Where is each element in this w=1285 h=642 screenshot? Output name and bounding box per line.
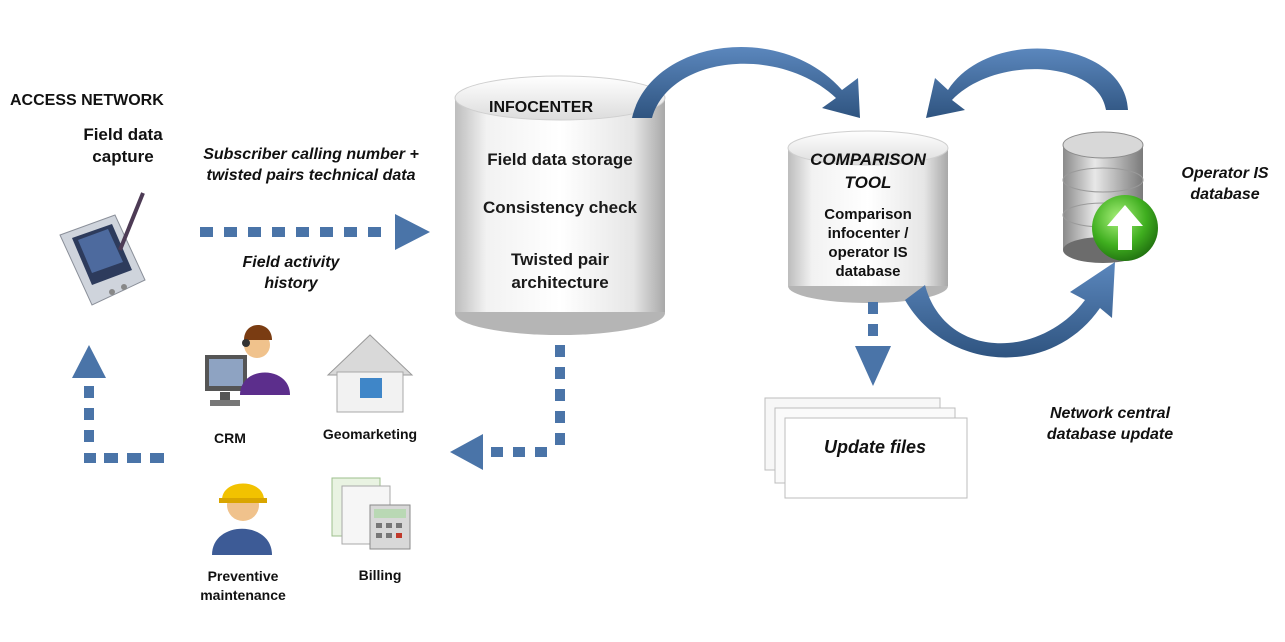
flow-bottom-text: Field activity history [242,254,340,292]
crm-label: CRM [214,430,246,446]
house-icon [326,334,414,413]
dotted-arrow-to-field-capture [72,345,164,463]
billing-label: Billing [358,567,402,583]
flow-top-text: Subscriber calling number + twisted pair… [203,146,419,184]
infocenter-title: INFOCENTER [489,99,593,116]
infocenter-item: Consistency check [482,198,637,217]
curved-arrow-operator-to-comparison [926,48,1128,119]
update-files-label: Update files [823,437,927,457]
crm-operator-icon [205,325,290,406]
curved-arrow-comparison-to-operator [905,262,1115,358]
geomarketing-label: Geomarketing [322,426,418,442]
infocenter-cylinder [454,75,666,335]
operator-db-label: Operator IS database [1181,165,1269,203]
infocenter-item: Twisted pair architecture [511,250,609,292]
database-upload-icon [1062,131,1158,263]
billing-spreadsheet-icon [331,477,411,550]
field-capture-label: Field data capture [83,125,163,166]
curved-arrow-infocenter-to-comparison [632,47,860,118]
maintenance-worker-icon [212,483,272,555]
comparison-body: Comparison infocenter / operator IS data… [824,206,912,280]
update-files-stack [764,397,968,499]
dotted-arrow-to-update-files [855,302,891,386]
network-update-label: Network central database update [1046,405,1174,443]
comparison-cylinder [787,130,949,303]
pda-device-icon [59,192,146,306]
infocenter-item: Field data storage [487,150,633,169]
maintenance-label: Preventive maintenance [200,568,286,603]
section-title: ACCESS NETWORK [10,92,164,109]
dotted-arrow-to-infocenter [200,214,430,250]
dotted-arrow-to-consumers [450,345,565,470]
comparison-title: COMPARISON TOOL [810,150,926,192]
